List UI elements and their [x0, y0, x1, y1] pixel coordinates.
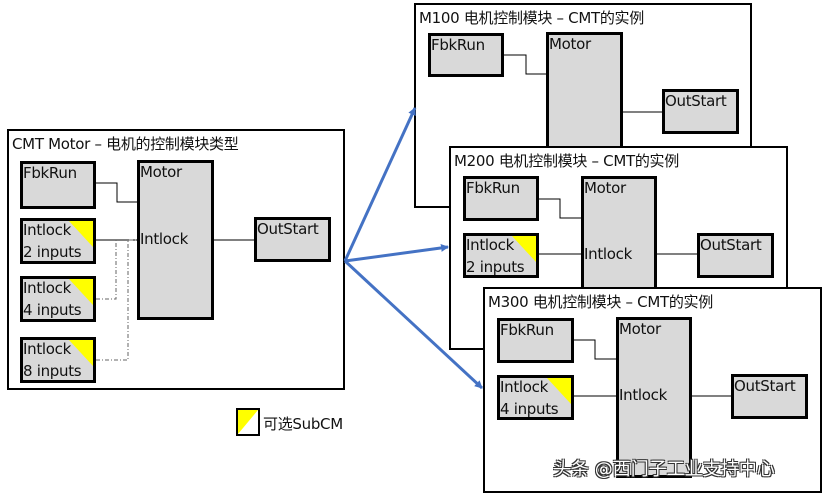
type-intlock-2-label-2: 2 inputs [23, 243, 82, 261]
cmt-type-title: CMT Motor – 电机的控制模块类型 [12, 135, 239, 153]
type-intlock-4-label-2: 4 inputs [23, 301, 82, 319]
m100-motor-label: Motor [549, 35, 591, 53]
type-fbkrun-label: FbkRun [23, 164, 77, 182]
arrow-to-m200 [344, 243, 449, 263]
m200-motor-label: Motor [584, 179, 626, 197]
m200-outstart-block[interactable]: OutStart [697, 233, 774, 278]
m300-fbkrun-label: FbkRun [500, 321, 554, 339]
legend-optional-marker-icon [236, 408, 260, 436]
m200-intlock-block[interactable]: Intlock 2 inputs [463, 233, 539, 278]
wire-type-intlock4-motor [96, 240, 117, 300]
m300-motor-block[interactable]: Motor Intlock [616, 317, 692, 478]
type-intlock-8-label-2: 8 inputs [23, 362, 82, 380]
m200-motor-port-label: Intlock [584, 245, 632, 263]
m200-intlock-label-2: 2 inputs [466, 258, 525, 276]
type-intlock-8-block[interactable]: Intlock 8 inputs [20, 337, 96, 383]
type-motor-label: Motor [140, 163, 182, 181]
watermark: 头条 @西门子工业支持中心 [553, 459, 775, 480]
legend-label: 可选SubCM [263, 415, 343, 433]
optional-marker-icon [547, 378, 571, 404]
m300-intlock-label-2: 4 inputs [500, 400, 559, 418]
m200-fbkrun-label: FbkRun [466, 179, 520, 197]
m300-intlock-block[interactable]: Intlock 4 inputs [497, 375, 574, 420]
m100-title: M100 电机控制模块 – CMT的实例 [419, 9, 644, 27]
wire-m200-fbkrun-motor [539, 198, 581, 219]
type-motor-block[interactable]: Motor Intlock [137, 160, 214, 320]
wire-m100-fbkrun-motor [504, 54, 546, 75]
type-outstart-block[interactable]: OutStart [254, 217, 331, 262]
type-intlock-8-label-1: Intlock [23, 340, 71, 358]
type-intlock-4-label-1: Intlock [23, 279, 71, 297]
m100-fbkrun-label: FbkRun [431, 36, 485, 54]
wire-type-fbkrun-motor [96, 182, 137, 203]
m300-outstart-label: OutStart [734, 377, 796, 395]
m200-title: M200 电机控制模块 – CMT的实例 [454, 152, 679, 170]
optional-marker-icon [69, 279, 93, 305]
m300-outstart-block[interactable]: OutStart [731, 374, 808, 419]
m300-motor-port-label: Intlock [619, 386, 667, 404]
wire-type-intlock8-motor [96, 239, 137, 361]
optional-marker-icon [512, 236, 536, 262]
optional-marker-icon [69, 340, 93, 366]
m100-outstart-label: OutStart [665, 92, 727, 110]
m300-intlock-label-1: Intlock [500, 378, 548, 396]
wire-m300-fbkrun-motor [574, 339, 616, 360]
m300-title: M300 电机控制模块 – CMT的实例 [488, 293, 713, 311]
legend-yellow-triangle-icon [238, 410, 258, 434]
optional-marker-icon [69, 221, 93, 247]
m200-outstart-label: OutStart [700, 236, 762, 254]
m300-fbkrun-block[interactable]: FbkRun [497, 318, 574, 363]
type-motor-port-label: Intlock [140, 230, 188, 248]
type-fbkrun-block[interactable]: FbkRun [20, 161, 96, 209]
m100-outstart-block[interactable]: OutStart [662, 89, 739, 134]
m300-motor-label: Motor [619, 320, 661, 338]
m100-motor-block[interactable]: Motor [546, 32, 623, 152]
m200-intlock-label-1: Intlock [466, 236, 514, 254]
m100-fbkrun-block[interactable]: FbkRun [428, 33, 504, 77]
arrow-to-m100 [343, 107, 417, 262]
type-intlock-2-block[interactable]: Intlock 2 inputs [20, 218, 96, 264]
type-outstart-label: OutStart [257, 220, 319, 238]
m200-fbkrun-block[interactable]: FbkRun [463, 176, 539, 221]
type-intlock-2-label-1: Intlock [23, 221, 71, 239]
type-intlock-4-block[interactable]: Intlock 4 inputs [20, 276, 96, 322]
arrow-to-m300 [343, 259, 484, 390]
